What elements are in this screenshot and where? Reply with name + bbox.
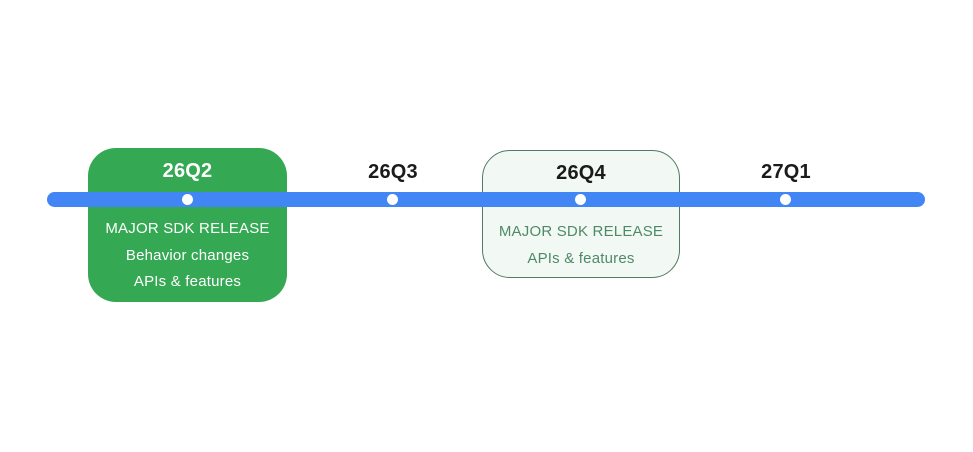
timeline-dot-26q3 (387, 194, 398, 205)
milestone-detail: MAJOR SDK RELEASE (105, 220, 270, 237)
milestone-label-26q3: 26Q3 (368, 161, 418, 183)
milestone-title-26q4: 26Q4 (556, 162, 606, 184)
timeline-dot-27q1 (780, 194, 791, 205)
milestone-card-26q4: 26Q4 MAJOR SDK RELEASE APIs & features (482, 150, 680, 278)
milestone-detail: APIs & features (527, 250, 635, 267)
milestone-detail: Behavior changes (125, 247, 250, 264)
timeline-dot-26q4 (575, 194, 586, 205)
milestone-card-26q2: 26Q2 MAJOR SDK RELEASE Behavior changes … (88, 148, 287, 302)
milestone-title-26q2: 26Q2 (162, 160, 213, 182)
milestone-detail: APIs & features (133, 273, 242, 290)
milestone-detail: MAJOR SDK RELEASE (498, 223, 664, 240)
milestone-label-27q1: 27Q1 (761, 161, 811, 183)
timeline-bar (47, 192, 925, 207)
timeline-dot-26q2 (182, 194, 193, 205)
